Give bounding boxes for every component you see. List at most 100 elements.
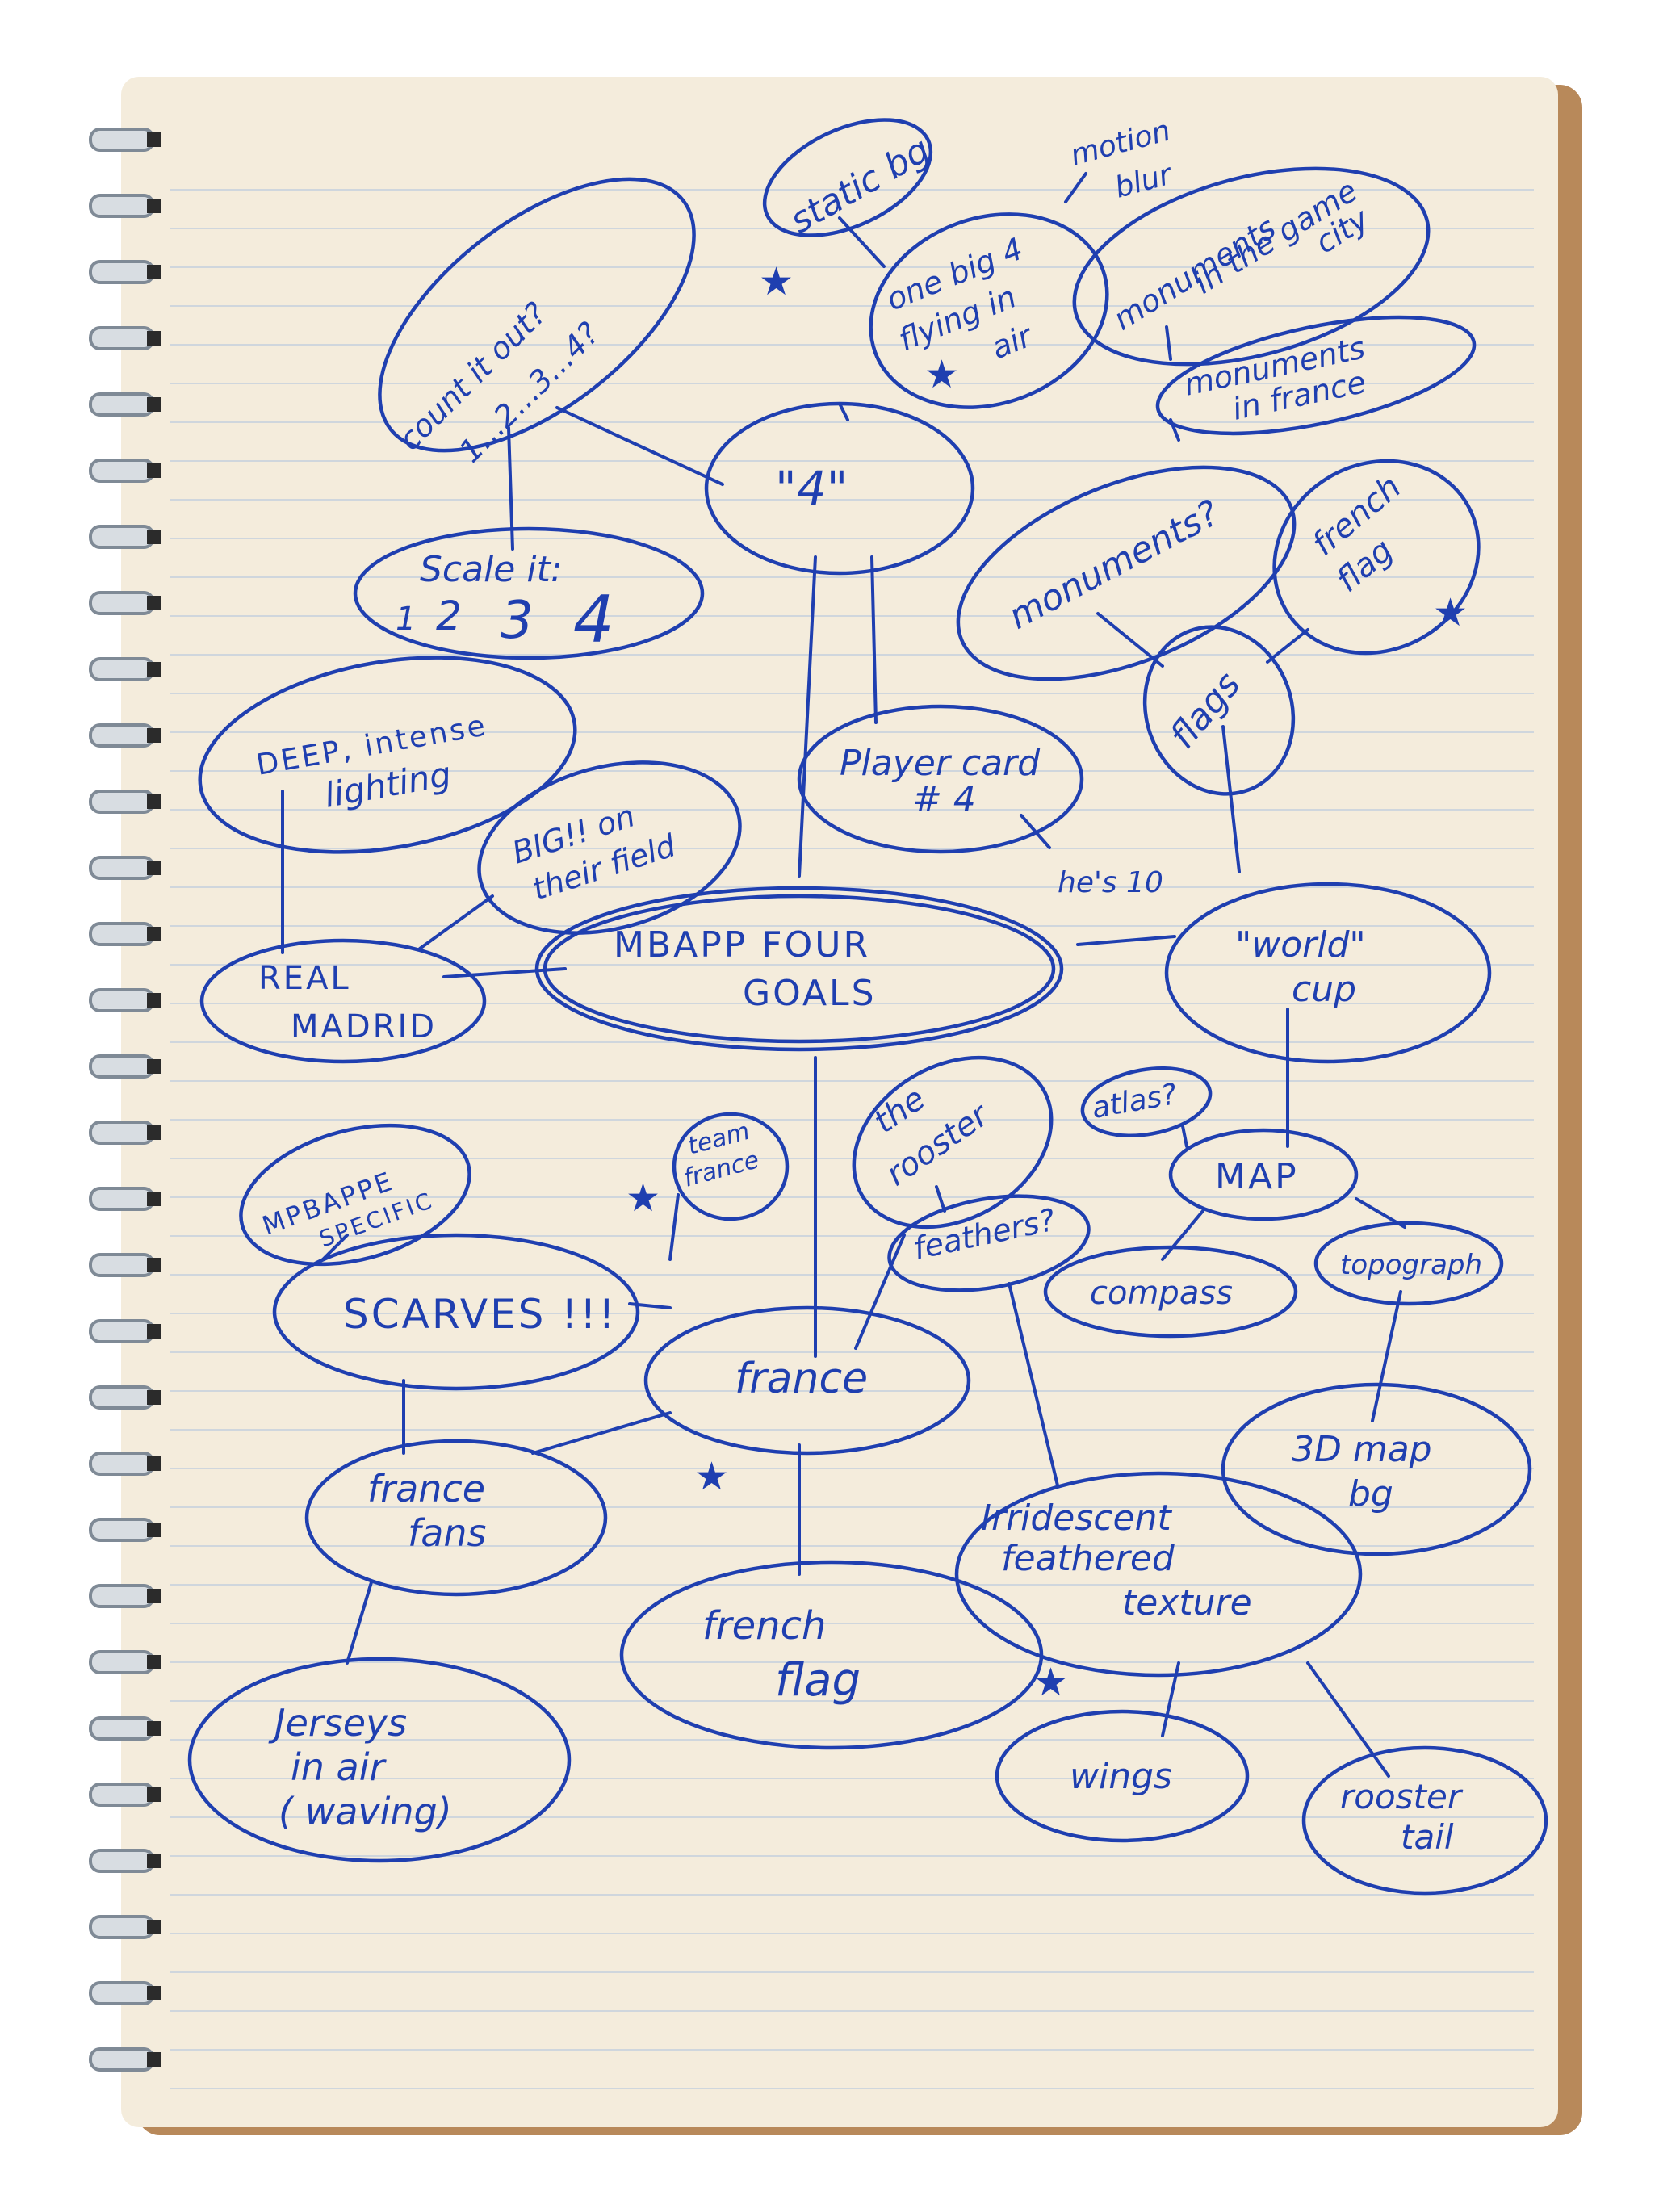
scarves-label: SCARVES !!! — [343, 1291, 617, 1338]
spiral-ring — [90, 1652, 153, 1673]
spiral-hole — [147, 1324, 161, 1339]
spiral-ring — [90, 1056, 153, 1077]
playercard-label-1: Player card — [840, 743, 1041, 784]
fans-label-2: fans — [408, 1511, 487, 1555]
spiral-ring — [90, 990, 153, 1011]
hes10-label: he's 10 — [1058, 866, 1163, 899]
map-label: MAP — [1215, 1156, 1299, 1197]
jerseys-label-1: Jerseys — [268, 1701, 407, 1745]
center-label-1: MBAPP FOUR — [614, 924, 870, 966]
spiral-hole — [147, 331, 161, 346]
spiral-ring — [90, 460, 153, 481]
spiral-hole — [147, 1787, 161, 1802]
spiral-ring — [90, 725, 153, 746]
spiral-hole — [147, 1986, 161, 2000]
spiral-hole — [147, 1721, 161, 1736]
spiral-ring — [90, 1983, 153, 2004]
realmadrid-label-2: MADRID — [291, 1008, 437, 1045]
frenchflag-bot-label-1: french — [702, 1603, 826, 1649]
spiral-ring — [90, 1917, 153, 1938]
scale-label: Scale it: — [420, 549, 563, 590]
worldcup-label-2: cup — [1292, 969, 1356, 1010]
spiral-hole — [147, 1523, 161, 1537]
spiral-hole — [147, 794, 161, 809]
star-icon: ★ — [694, 1454, 729, 1499]
iridescent-label-3: texture — [1122, 1582, 1252, 1623]
spiral-ring — [90, 1519, 153, 1540]
spiral-ring — [90, 1453, 153, 1474]
spiral-hole — [147, 861, 161, 875]
scale-1: 1 — [396, 601, 416, 638]
spiral-hole — [147, 463, 161, 478]
jerseys-label-2: in air — [291, 1745, 388, 1789]
spiral-hole — [147, 265, 161, 279]
star-icon: ★ — [924, 352, 959, 397]
spiral-ring — [90, 1850, 153, 1871]
spiral-ring — [90, 1586, 153, 1607]
wings-label: wings — [1070, 1756, 1172, 1797]
spiral-hole — [147, 993, 161, 1008]
spiral-hole — [147, 728, 161, 743]
spiral-hole — [147, 662, 161, 677]
frenchflag-bot-label-2: flag — [775, 1654, 861, 1707]
spiral-ring — [90, 791, 153, 812]
spiral-hole — [147, 1456, 161, 1471]
compass-label: compass — [1090, 1275, 1233, 1312]
spiral-hole — [147, 1655, 161, 1669]
playercard-label-2: # 4 — [912, 779, 976, 820]
jerseys-label-3: ( waving) — [279, 1790, 452, 1833]
spiral-hole — [147, 199, 161, 213]
spiral-hole — [147, 2052, 161, 2067]
spiral-ring — [90, 659, 153, 680]
roostertail-label-2: tail — [1401, 1817, 1454, 1857]
scale-2: 2 — [436, 593, 462, 639]
fans-label-1: france — [367, 1467, 485, 1510]
spiral-ring — [90, 2049, 153, 2070]
spiral-hole — [147, 1390, 161, 1405]
spiral-hole — [147, 1589, 161, 1603]
france-label: france — [735, 1355, 868, 1403]
spiral-ring — [90, 394, 153, 415]
spiral-ring — [90, 857, 153, 878]
spiral-hole — [147, 1258, 161, 1272]
spiral-ring — [90, 924, 153, 945]
spiral-hole — [147, 1059, 161, 1074]
3dmap-label-2: bg — [1348, 1473, 1393, 1514]
spiral-ring — [90, 129, 153, 150]
spiral-hole — [147, 530, 161, 544]
spiral-ring — [90, 1188, 153, 1209]
spiral-ring — [90, 1784, 153, 1805]
four-label: "4" — [775, 461, 848, 516]
star-icon: ★ — [1433, 590, 1468, 635]
roostertail-label-1: rooster — [1340, 1777, 1464, 1816]
spiral-hole — [147, 1125, 161, 1140]
spiral-hole — [147, 132, 161, 147]
spiral-ring — [90, 1387, 153, 1408]
star-icon: ★ — [626, 1175, 660, 1221]
realmadrid-label-1: REAL — [258, 960, 351, 997]
iridescent-label-1: Irridescent — [981, 1498, 1172, 1539]
iridescent-label-2: feathered — [1001, 1538, 1175, 1579]
spiral-hole — [147, 1192, 161, 1206]
spiral-hole — [147, 927, 161, 941]
spiral-hole — [147, 596, 161, 610]
star-icon: ★ — [759, 259, 794, 304]
spiral-hole — [147, 1854, 161, 1868]
scale-4: 4 — [573, 582, 614, 657]
spiral-ring — [90, 593, 153, 614]
star-icon: ★ — [1033, 1660, 1068, 1705]
spiral-ring — [90, 1718, 153, 1739]
spiral-ring — [90, 262, 153, 283]
spiral-ring — [90, 328, 153, 349]
spiral-hole — [147, 397, 161, 412]
spiral-ring — [90, 195, 153, 216]
spiral-ring — [90, 526, 153, 547]
3dmap-label-1: 3D map — [1292, 1429, 1432, 1470]
spiral-hole — [147, 1920, 161, 1934]
spiral-ring — [90, 1321, 153, 1342]
center-label-2: GOALS — [743, 973, 877, 1014]
topograph-label: topograph — [1340, 1249, 1482, 1281]
spiral-ring — [90, 1255, 153, 1276]
scale-3: 3 — [501, 591, 534, 651]
